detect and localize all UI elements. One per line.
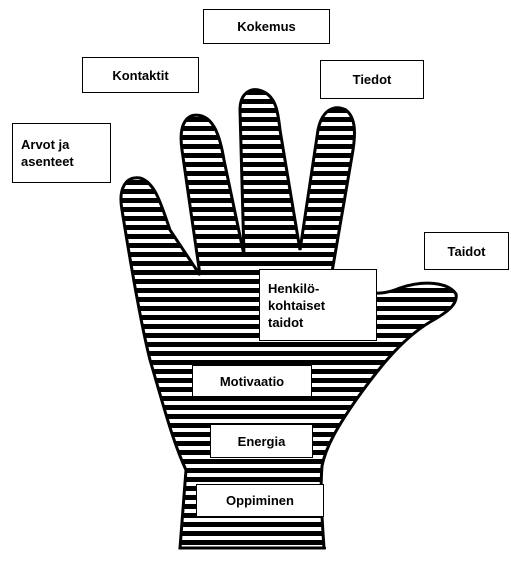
label-motivaatio: Motivaatio (192, 365, 312, 397)
label-arvot-ja-asenteet: Arvot ja asenteet (12, 123, 111, 183)
label-taidot: Taidot (424, 232, 509, 270)
label-kontaktit: Kontaktit (82, 57, 199, 93)
label-energia: Energia (210, 424, 313, 458)
label-oppiminen: Oppiminen (196, 484, 324, 517)
label-kokemus: Kokemus (203, 9, 330, 44)
label-henkilokohtaiset-taidot: Henkilö- kohtaiset taidot (259, 269, 377, 341)
label-tiedot: Tiedot (320, 60, 424, 99)
